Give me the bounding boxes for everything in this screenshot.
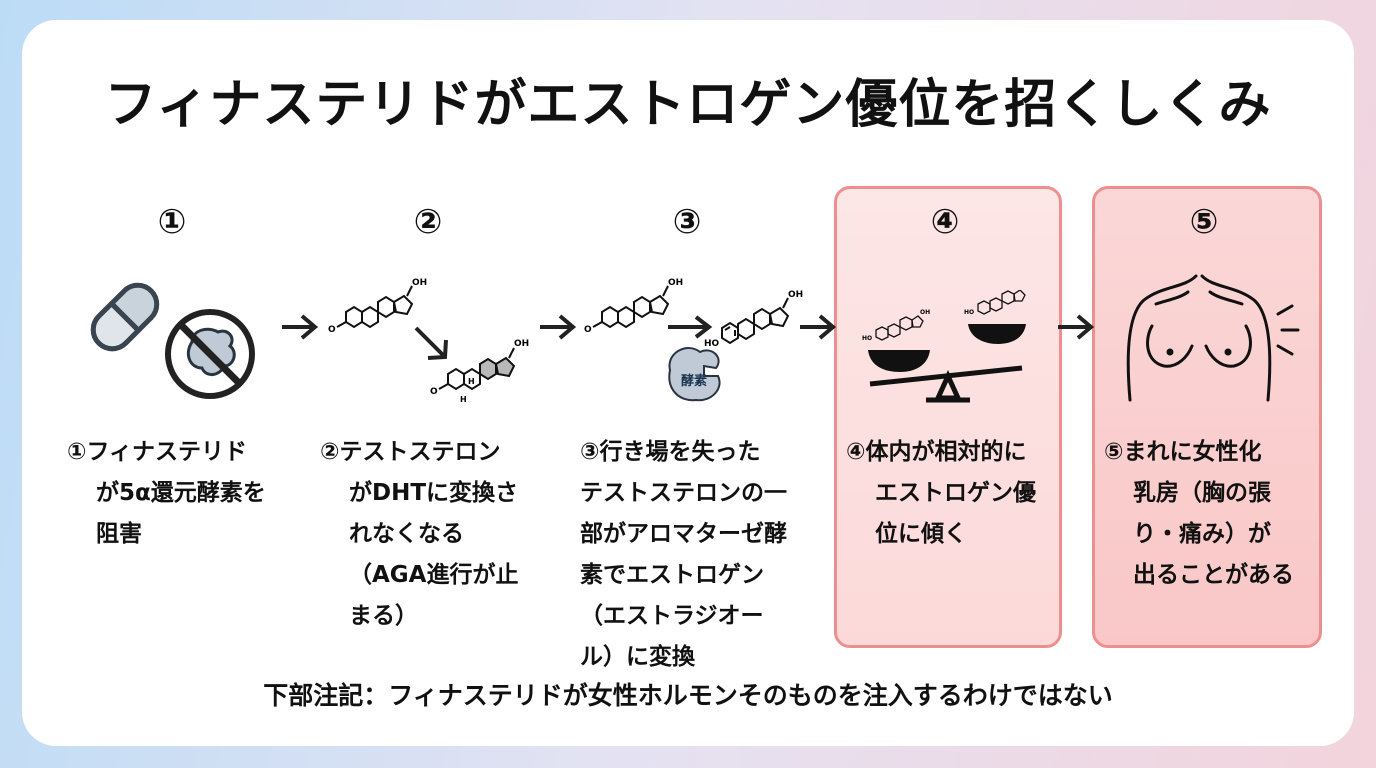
enzyme-label: 酵素	[680, 374, 707, 389]
arrow-2-to-3	[540, 314, 577, 340]
blocked-enzyme-icon	[165, 309, 255, 399]
label-oh-4: OH	[788, 290, 803, 300]
label-oh-2: OH	[514, 339, 529, 349]
page-title: フィナステリドがエストロゲン優位を招くしくみ	[104, 75, 1272, 135]
label-ho-3: HO	[964, 309, 974, 316]
step-1-number: ①	[157, 202, 187, 242]
step-4-text: ④体内が相対的に エストロゲン優 位に傾く	[846, 439, 1036, 547]
arrow-to-dht	[414, 326, 448, 360]
footer-note: 下部注記：フィナステリドが女性ホルモンそのものを注入するわけではない	[263, 681, 1113, 710]
arrow-1-to-2	[282, 314, 319, 340]
label-h-2: H	[460, 395, 467, 404]
step-5-text: ⑤まれに女性化 乳房（胸の張 り・痛み）が 出ることがある	[1104, 439, 1294, 588]
testosterone-molecule-icon-2: OH O	[584, 278, 683, 335]
estradiol-molecule-icon: OH HO	[704, 290, 803, 349]
step-2-text: ②テストステロン がDHTに変換さ れなくなる （AGA進行が止 まる）	[320, 439, 519, 629]
label-o-2: O	[430, 387, 438, 397]
enzyme-icon	[668, 347, 721, 402]
step-4-panel	[834, 186, 1062, 648]
arrow-3-to-4	[800, 314, 837, 340]
step-2-number: ②	[413, 202, 443, 242]
step-5-panel	[1092, 186, 1322, 648]
label-ho-1: HO	[704, 339, 720, 349]
label-h-1: H	[468, 377, 475, 386]
pill-icon	[90, 282, 160, 352]
step-1-text: ①フィナステリド が5α還元酵素を 阻害	[67, 439, 266, 547]
label-ho-2: HO	[862, 335, 872, 342]
label-o-3: O	[584, 325, 592, 335]
step-3-text: ③行き場を失った テストステロンの一 部がアロマターゼ酵 素でエストロゲン （エ…	[580, 439, 787, 670]
dht-molecule-icon: OH O H H	[430, 339, 529, 404]
balance-scale-icon: HO OH HO	[862, 290, 1026, 403]
arrow-aromatase	[668, 315, 713, 339]
step-3-number: ③	[672, 202, 702, 242]
label-oh-5: OH	[920, 309, 930, 316]
label-oh-1: OH	[412, 278, 427, 288]
testosterone-molecule-icon: OH O	[328, 278, 427, 335]
step-4-number: ④	[930, 202, 960, 242]
step-5-number: ⑤	[1189, 202, 1219, 242]
arrow-4-to-5	[1058, 314, 1095, 340]
label-o-1: O	[328, 325, 336, 335]
chest-icon	[1126, 274, 1300, 402]
label-oh-3: OH	[668, 278, 683, 288]
